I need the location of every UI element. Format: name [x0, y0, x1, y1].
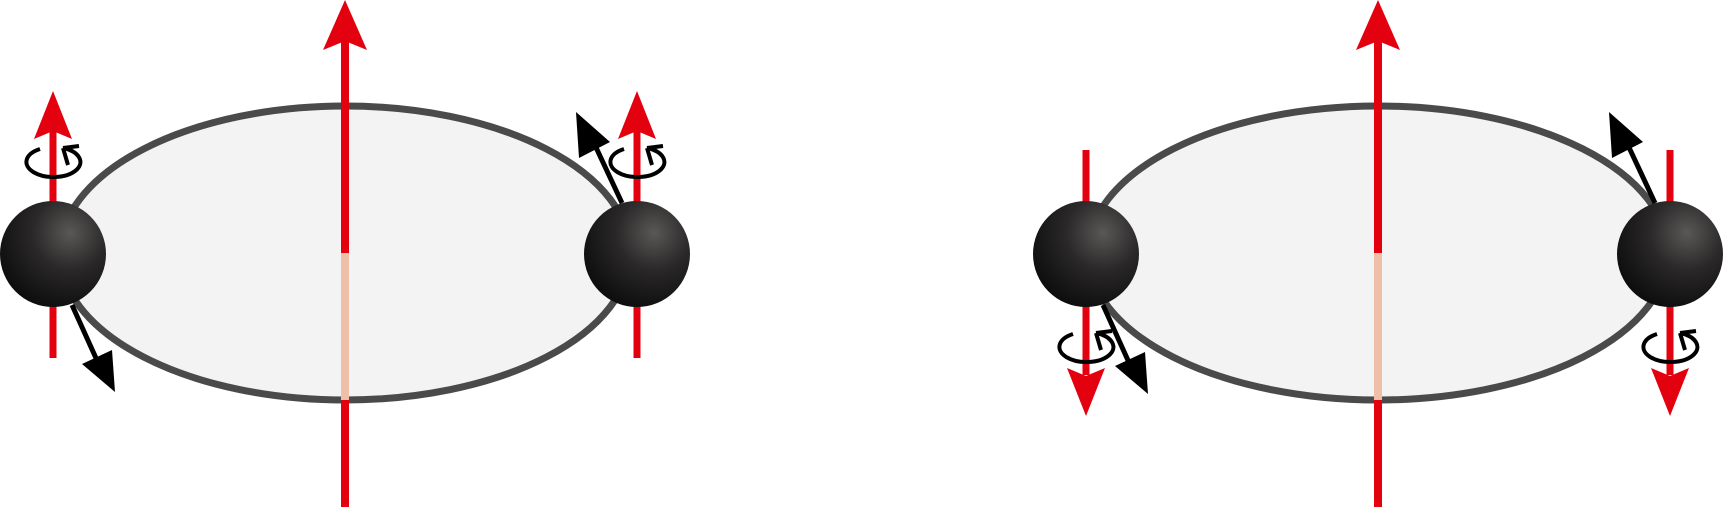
motion-arrow-up-left: [576, 112, 625, 205]
particle-left: [1033, 150, 1148, 416]
particle-sphere: [0, 201, 106, 307]
particle-left: [0, 91, 115, 392]
motion-arrow-down-right: [1100, 303, 1148, 394]
particle-right: [576, 91, 690, 358]
left-panel: [0, 0, 690, 507]
motion-arrow-up-left: [1609, 112, 1658, 205]
particle-sphere: [584, 201, 690, 307]
rotation-icon: [608, 144, 667, 179]
orbital-axis-arrow: [1356, 0, 1400, 507]
motion-arrow-down-right: [69, 303, 115, 392]
rotation-icon: [1057, 329, 1116, 364]
particle-sphere: [1033, 201, 1139, 307]
particle-right: [1609, 112, 1723, 416]
rotation-icon: [24, 144, 83, 179]
right-panel: [1033, 0, 1723, 507]
rotation-icon: [1641, 329, 1700, 364]
particle-sphere: [1617, 201, 1723, 307]
orbital-axis-arrow: [323, 0, 367, 507]
